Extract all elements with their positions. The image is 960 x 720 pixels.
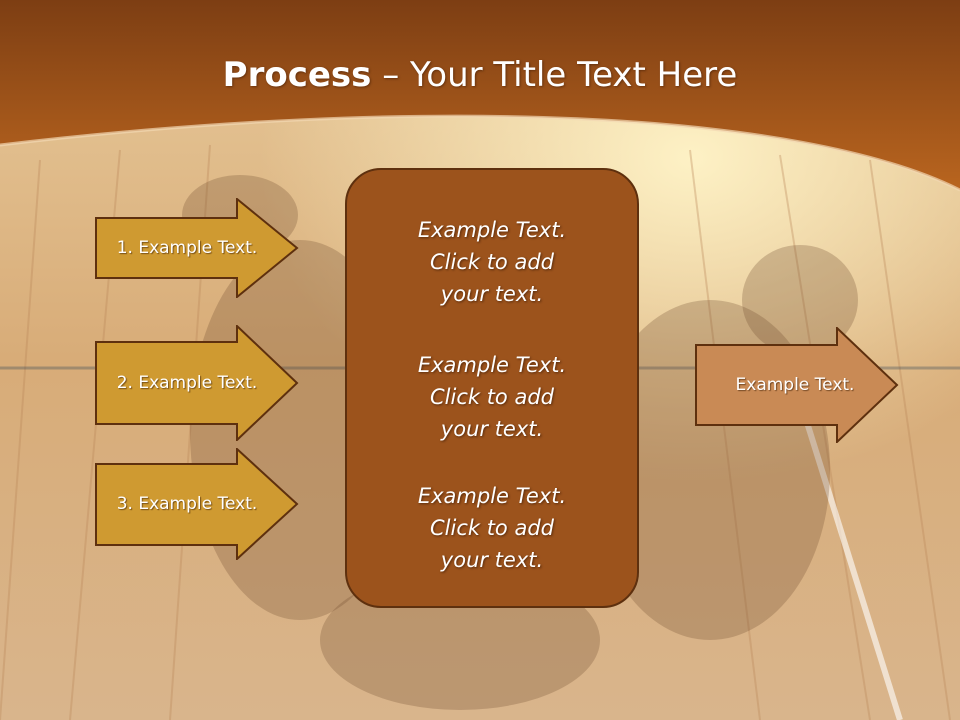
center-line: your text. — [440, 417, 544, 441]
center-line: Click to add — [429, 250, 554, 274]
center-line: your text. — [440, 548, 544, 572]
center-block-3: Example Text. Click to add your text. — [347, 480, 637, 576]
center-line: Click to add — [429, 385, 554, 409]
slide-title[interactable]: Process – Your Title Text Here — [0, 52, 960, 98]
left-arrow-3[interactable]: 3. Example Text. — [95, 448, 299, 560]
arrow-shape — [695, 327, 899, 443]
center-line: your text. — [440, 282, 544, 306]
arrow-shape — [95, 198, 299, 298]
center-line: Example Text. — [417, 484, 567, 508]
right-arrow-label: Example Text. — [735, 375, 855, 395]
left-arrow-label: 2. Example Text. — [116, 373, 258, 393]
center-line: Example Text. — [417, 218, 567, 242]
title-separator: – — [371, 55, 411, 95]
arrow-shape — [95, 448, 299, 560]
left-arrow-label: 1. Example Text. — [116, 238, 258, 258]
center-line: Example Text. — [417, 353, 567, 377]
center-line: Click to add — [429, 516, 554, 540]
arrow-shape — [95, 325, 299, 441]
title-bold: Process — [222, 55, 372, 95]
left-arrow-1[interactable]: 1. Example Text. — [95, 198, 299, 298]
left-arrow-2[interactable]: 2. Example Text. — [95, 325, 299, 441]
center-block-1: Example Text. Click to add your text. — [347, 214, 637, 310]
right-arrow[interactable]: Example Text. — [695, 327, 899, 443]
left-arrow-label: 3. Example Text. — [116, 494, 258, 514]
title-rest: Your Title Text Here — [410, 55, 738, 95]
center-text-box[interactable]: Example Text. Click to add your text. Ex… — [345, 168, 639, 608]
center-block-2: Example Text. Click to add your text. — [347, 349, 637, 445]
